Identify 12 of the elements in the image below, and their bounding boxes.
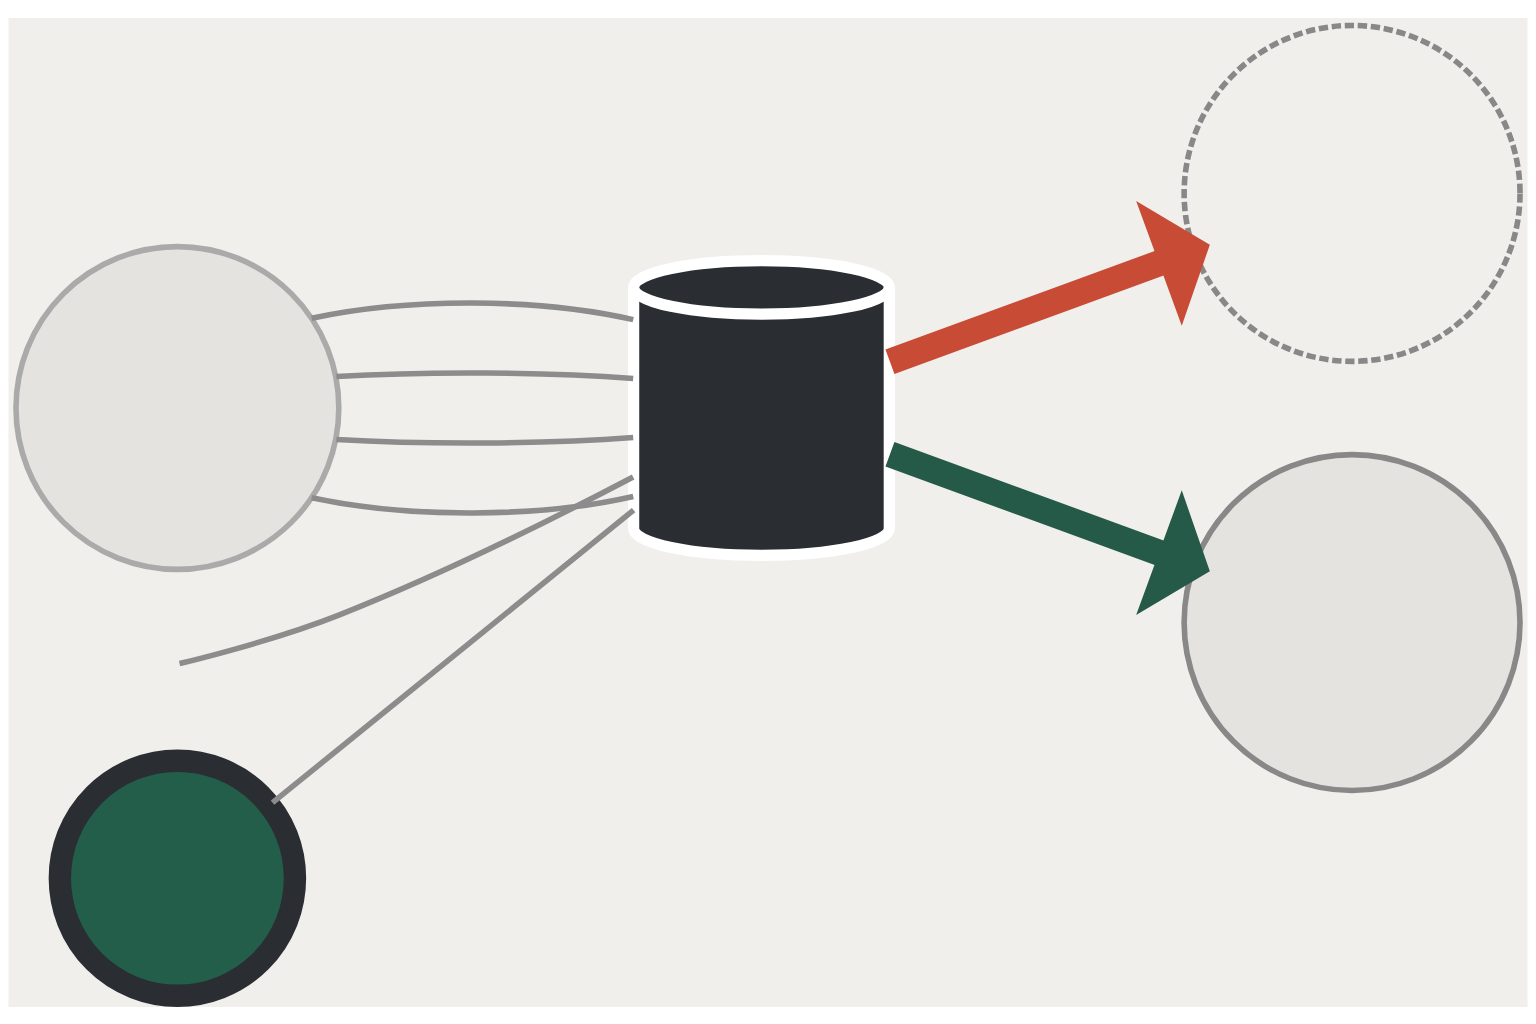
node-circle xyxy=(1181,451,1523,793)
node-circle xyxy=(13,243,342,572)
arrow xyxy=(885,200,1210,374)
connector xyxy=(311,493,634,516)
node-circle xyxy=(48,749,307,1007)
connector xyxy=(178,474,635,666)
connector xyxy=(311,299,634,322)
arrow xyxy=(885,441,1210,615)
node-circle xyxy=(1181,22,1523,364)
connector xyxy=(270,507,636,805)
connector xyxy=(336,434,634,446)
connector xyxy=(336,369,634,381)
